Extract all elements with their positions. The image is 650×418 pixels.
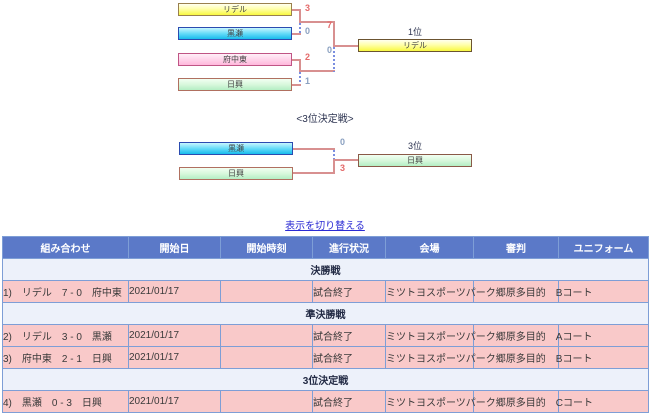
time-cell bbox=[220, 390, 313, 413]
score-sf1-loser: 0 bbox=[305, 26, 311, 36]
bracket-line-winner-sf1 bbox=[299, 9, 301, 23]
toggle-display-wrap: 表示を切り替える bbox=[0, 216, 650, 234]
section-row-thirdplace: 3位決定戦 bbox=[2, 368, 649, 391]
match-row-1: 1) リデル 7 - 0 府中東 2021/01/17 試合終了 ミツトヨスポー… bbox=[2, 280, 649, 303]
matchup-cell: 1) リデル 7 - 0 府中東 bbox=[2, 280, 129, 303]
score-third-winner: 3 bbox=[340, 163, 346, 173]
date-cell: 2021/01/17 bbox=[128, 390, 221, 413]
bracket-line-exit-third bbox=[333, 159, 358, 161]
venue-cell: ミツトヨスポーツパーク郷原多目的 Bコート bbox=[385, 346, 592, 369]
uniform-cell bbox=[558, 346, 649, 369]
bracket-line-exit-sf2 bbox=[299, 70, 335, 72]
date-cell: 2021/01/17 bbox=[128, 324, 221, 347]
time-cell bbox=[220, 346, 313, 369]
section-row-final: 決勝戦 bbox=[2, 258, 649, 281]
section-title-thirdplace: 3位決定戦 bbox=[2, 368, 649, 391]
bracket-line-exit-sf1 bbox=[299, 21, 335, 23]
team-box-rideru: リデル bbox=[178, 3, 292, 16]
section-title-final: 決勝戦 bbox=[2, 258, 649, 281]
uniform-cell bbox=[558, 324, 649, 347]
bracket-line-stub-third-kurose bbox=[293, 148, 335, 150]
bracket-line-loser-third bbox=[333, 150, 335, 161]
match-row-2: 2) リデル 3 - 0 黒瀬 2021/01/17 試合終了 ミツトヨスポーツ… bbox=[2, 324, 649, 347]
header-matchup: 組み合わせ bbox=[2, 236, 129, 259]
status-cell: 試合終了 bbox=[312, 390, 386, 413]
third-place-match-title: <3位決定戦> bbox=[296, 114, 354, 125]
status-cell: 試合終了 bbox=[312, 280, 386, 303]
status-cell: 試合終了 bbox=[312, 324, 386, 347]
header-date: 開始日 bbox=[128, 236, 221, 259]
matchup-cell: 2) リデル 3 - 0 黒瀬 bbox=[2, 324, 129, 347]
team-box-nikko: 日興 bbox=[178, 78, 292, 91]
bracket-line-loser-final bbox=[333, 47, 335, 72]
score-third-loser: 0 bbox=[340, 137, 346, 147]
matchup-cell: 4) 黒瀬 0 - 3 日興 bbox=[2, 390, 129, 413]
bracket-line-stub-nikko bbox=[292, 84, 301, 86]
bracket-line-winner-sf2 bbox=[299, 59, 301, 72]
header-uniform: ユニフォーム bbox=[558, 236, 649, 259]
header-time: 開始時刻 bbox=[220, 236, 313, 259]
time-cell bbox=[220, 280, 313, 303]
time-cell bbox=[220, 324, 313, 347]
table-header-row: 組み合わせ 開始日 開始時刻 進行状況 会場 審判 ユニフォーム bbox=[2, 236, 649, 259]
score-sf2-winner: 2 bbox=[305, 52, 311, 62]
bracket-line-exit-final bbox=[333, 45, 358, 47]
bracket-line-loser-sf1 bbox=[299, 23, 301, 35]
header-venue: 会場 bbox=[385, 236, 474, 259]
date-cell: 2021/01/17 bbox=[128, 280, 221, 303]
section-title-semifinal: 準決勝戦 bbox=[2, 302, 649, 325]
bracket-line-loser-sf2 bbox=[299, 72, 301, 85]
bracket-line-stub-kurose bbox=[292, 33, 301, 35]
score-final-winner: 7 bbox=[327, 20, 333, 30]
date-cell: 2021/01/17 bbox=[128, 346, 221, 369]
referee-cell bbox=[473, 346, 559, 369]
third-team-box-kurose: 黒瀬 bbox=[179, 142, 293, 155]
tournament-bracket: リデル 黒瀬 府中東 日興 3 0 7 0 2 1 1位 リデル <3位決定戦>… bbox=[178, 3, 472, 180]
status-cell: 試合終了 bbox=[312, 346, 386, 369]
match-schedule-table: 組み合わせ 開始日 開始時刻 進行状況 会場 審判 ユニフォーム 決勝戦 1) … bbox=[2, 236, 649, 413]
section-row-semifinal: 準決勝戦 bbox=[2, 302, 649, 325]
uniform-cell bbox=[558, 390, 649, 413]
matchup-cell: 3) 府中東 2 - 1 日興 bbox=[2, 346, 129, 369]
first-place-box: リデル bbox=[358, 39, 472, 52]
header-referee: 審判 bbox=[473, 236, 559, 259]
venue-cell: ミツトヨスポーツパーク郷原多目的 Aコート bbox=[385, 324, 592, 347]
referee-cell bbox=[473, 390, 559, 413]
score-sf2-loser: 1 bbox=[305, 76, 311, 86]
bracket-line-winner-third bbox=[333, 160, 335, 174]
team-box-fuchuhigashi: 府中東 bbox=[178, 53, 292, 66]
score-final-loser: 0 bbox=[327, 45, 333, 55]
bracket-line-winner-final bbox=[333, 21, 335, 47]
bracket-line-stub-fuchuhigashi bbox=[292, 59, 301, 61]
match-row-4: 4) 黒瀬 0 - 3 日興 2021/01/17 試合終了 ミツトヨスポーツパ… bbox=[2, 390, 649, 413]
toggle-display-link[interactable]: 表示を切り替える bbox=[285, 221, 365, 232]
match-row-3: 3) 府中東 2 - 1 日興 2021/01/17 試合終了 ミツトヨスポーツ… bbox=[2, 346, 649, 369]
referee-cell bbox=[473, 324, 559, 347]
third-place-label: 3位 bbox=[407, 141, 422, 151]
venue-cell: ミツトヨスポーツパーク郷原多目的 Cコート bbox=[385, 390, 593, 413]
first-place-label: 1位 bbox=[407, 27, 422, 37]
header-status: 進行状況 bbox=[312, 236, 386, 259]
team-box-kurose: 黒瀬 bbox=[178, 27, 292, 40]
bracket-line-stub-third-nikko bbox=[293, 172, 335, 174]
third-team-box-nikko: 日興 bbox=[179, 167, 293, 180]
venue-cell: ミツトヨスポーツパーク郷原多目的 Bコート bbox=[385, 280, 592, 303]
third-place-box: 日興 bbox=[358, 154, 472, 167]
bracket-line-stub-rideru bbox=[292, 9, 301, 11]
score-sf1-winner: 3 bbox=[305, 3, 311, 13]
